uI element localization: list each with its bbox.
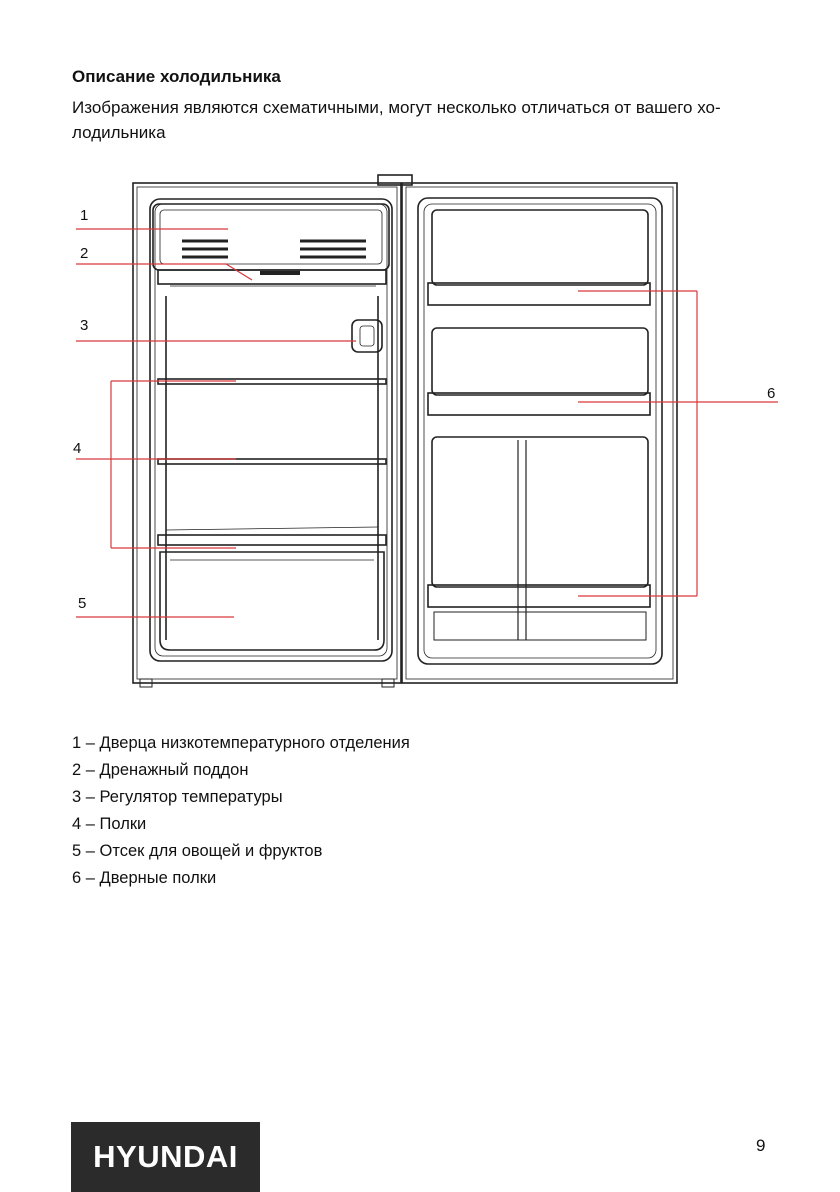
cabinet-liner: [150, 199, 392, 661]
door-gasket: [418, 198, 662, 664]
callout-2: 2: [80, 245, 88, 262]
legend-item: 2 – Дренажный поддон: [72, 757, 410, 784]
legend-item: 4 – Полки: [72, 811, 410, 838]
crisper-drawer: [160, 552, 384, 650]
brand-logo-text: HYUNDAI: [93, 1139, 238, 1175]
callout-1: 1: [80, 207, 88, 224]
legend-item: 1 – Дверца низкотемпературного отделения: [72, 730, 410, 757]
page-number: 9: [756, 1136, 765, 1156]
door-bin: [432, 210, 648, 285]
legend-item: 3 – Регулятор температуры: [72, 784, 410, 811]
legend-item: 6 – Дверные полки: [72, 865, 410, 892]
door-shelf-rail: [428, 393, 650, 415]
callout-6: 6: [767, 385, 775, 402]
crisper-cover: [158, 535, 386, 545]
parts-legend: 1 – Дверца низкотемпературного отделения…: [72, 730, 410, 892]
callout-3: 3: [80, 317, 88, 334]
freezer-compartment: [153, 204, 389, 270]
door-shelf-rail: [428, 283, 650, 305]
callout-4: 4: [73, 440, 81, 457]
callout-5: 5: [78, 595, 86, 612]
legend-item: 5 – Отсек для овощей и фруктов: [72, 838, 410, 865]
shelf: [158, 459, 386, 464]
door-outline: [402, 183, 677, 683]
brand-logo: HYUNDAI: [71, 1122, 260, 1192]
door-bin: [432, 437, 648, 587]
fridge-diagram: 1 2 3 4 5 6: [0, 0, 840, 720]
door-bin: [432, 328, 648, 395]
